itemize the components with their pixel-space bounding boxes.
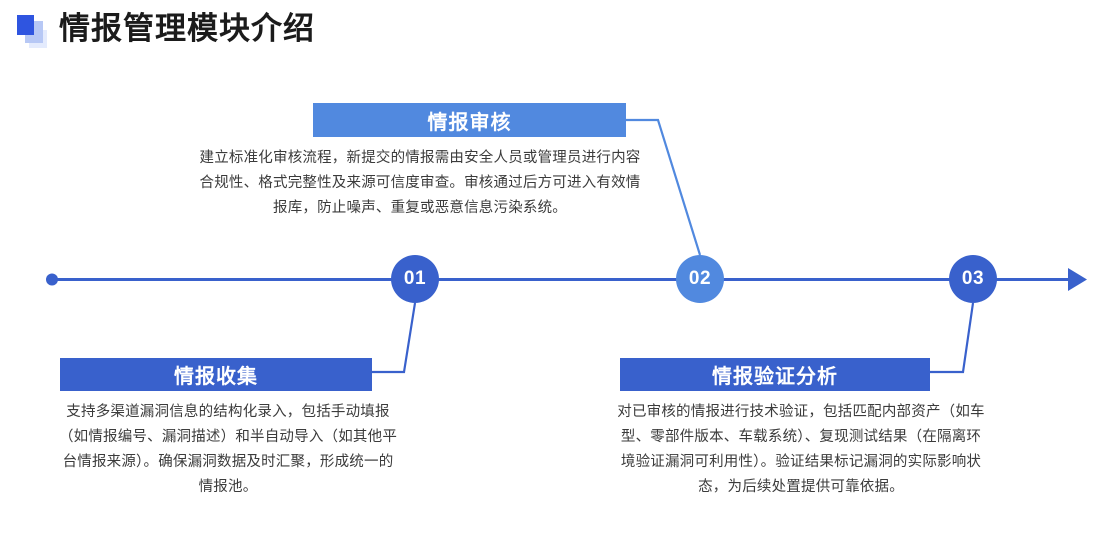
timeline-node-02-label: 02 bbox=[688, 268, 712, 289]
card-verification-title: 情报验证分析 bbox=[620, 358, 930, 391]
card-review-title: 情报审核 bbox=[313, 103, 626, 137]
timeline-node-03[interactable]: 03 bbox=[949, 255, 997, 303]
timeline-start-dot bbox=[46, 273, 58, 286]
timeline-node-01[interactable]: 01 bbox=[391, 255, 439, 303]
card-verification: 情报验证分析 对已审核的情报进行技术验证，包括匹配内部资产（如车型、零部件版本、… bbox=[617, 358, 985, 500]
three-squares-icon bbox=[16, 10, 50, 48]
card-verification-body: 对已审核的情报进行技术验证，包括匹配内部资产（如车型、零部件版本、车载系统）、复… bbox=[617, 404, 985, 495]
timeline-node-02[interactable]: 02 bbox=[676, 255, 724, 303]
connector-line-03 bbox=[930, 302, 975, 374]
card-collection: 情报收集 支持多渠道漏洞信息的结构化录入，包括手动填报（如情报编号、漏洞描述）和… bbox=[59, 358, 397, 500]
card-review: 情报审核 建立标准化审核流程，新提交的情报需由安全人员或管理员进行内容合规性、格… bbox=[200, 103, 640, 221]
card-collection-title: 情报收集 bbox=[60, 358, 372, 391]
connector-line-01 bbox=[372, 302, 417, 374]
timeline-arrow-icon bbox=[1068, 268, 1087, 291]
page-title: 情报管理模块介绍 bbox=[16, 10, 315, 48]
card-collection-body: 支持多渠道漏洞信息的结构化录入，包括手动填报（如情报编号、漏洞描述）和半自动导入… bbox=[58, 404, 398, 495]
timeline-node-01-label: 01 bbox=[403, 268, 427, 289]
card-review-body: 建立标准化审核流程，新提交的情报需由安全人员或管理员进行内容合规性、格式完整性及… bbox=[199, 150, 641, 216]
timeline-node-03-label: 03 bbox=[961, 268, 985, 289]
page-title-text: 情报管理模块介绍 bbox=[59, 10, 315, 46]
